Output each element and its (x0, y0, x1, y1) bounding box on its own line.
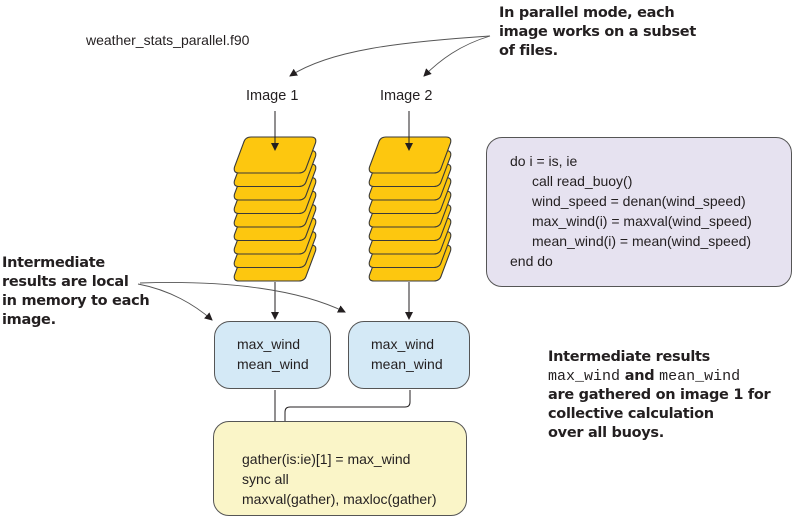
code-line: call read_buoy() (532, 173, 633, 189)
image-2-label: Image 2 (380, 88, 433, 104)
note-line: in memory to each (2, 293, 150, 309)
result-var: max_wind (237, 336, 301, 352)
file-card (368, 136, 452, 174)
note-line: max_wind and mean_wind (548, 367, 770, 386)
note-line: are gathered on image 1 for (548, 387, 771, 403)
note-line: Intermediate results (548, 349, 710, 365)
note-conjunction: and (620, 368, 660, 384)
code-term: mean_wind (659, 368, 741, 385)
note-line: of files. (499, 43, 558, 59)
note-line: over all buoys. (548, 425, 664, 441)
file-stack-image-2 (368, 136, 452, 282)
note-line: image. (2, 312, 56, 328)
result-var: mean_wind (237, 356, 309, 372)
local-note-arrow-to-result-1 (137, 283, 213, 321)
result-box-image-1: max_wind mean_wind (214, 321, 331, 389)
code-line: maxval(gather), maxloc(gather) (242, 491, 437, 507)
filename-label: weather_stats_parallel.f90 (86, 32, 250, 48)
local-results-note: Intermediate results are local in memory… (2, 254, 150, 330)
note-line: collective calculation (548, 406, 714, 422)
loop-code-box: do i = is, ie call read_buoy() wind_spee… (486, 137, 792, 287)
note-line: In parallel mode, each (499, 5, 675, 21)
result-var: max_wind (371, 336, 435, 352)
code-line: wind_speed = denan(wind_speed) (532, 193, 746, 209)
note-line: Intermediate (2, 255, 105, 271)
code-line: max_wind(i) = maxval(wind_speed) (532, 213, 752, 229)
note-arrow-to-image-2 (423, 35, 491, 77)
code-line: mean_wind(i) = mean(wind_speed) (532, 233, 752, 249)
result-var: mean_wind (371, 356, 443, 372)
code-line: sync all (242, 471, 289, 487)
gathered-note: Intermediate results max_wind and mean_w… (548, 348, 771, 443)
gather-code-box: gather(is:ie)[1] = max_wind sync all max… (213, 421, 467, 516)
code-line: do i = is, ie (510, 153, 578, 169)
note-arrow-to-image-1 (289, 35, 491, 77)
code-term: max_wind (548, 368, 621, 385)
result-box-image-2: max_wind mean_wind (348, 321, 470, 389)
local-note-arrow-to-result-2 (139, 282, 346, 313)
note-line: results are local (2, 274, 129, 290)
note-line: image works on a subset (499, 24, 696, 40)
result-2-to-gather-arrow (281, 390, 411, 444)
image-1-label: Image 1 (246, 88, 299, 104)
file-card (233, 136, 317, 174)
code-line: gather(is:ie)[1] = max_wind (242, 451, 411, 467)
parallel-mode-note: In parallel mode, each image works on a … (499, 4, 696, 61)
file-stack-image-1 (233, 136, 317, 282)
code-line: end do (510, 253, 553, 269)
